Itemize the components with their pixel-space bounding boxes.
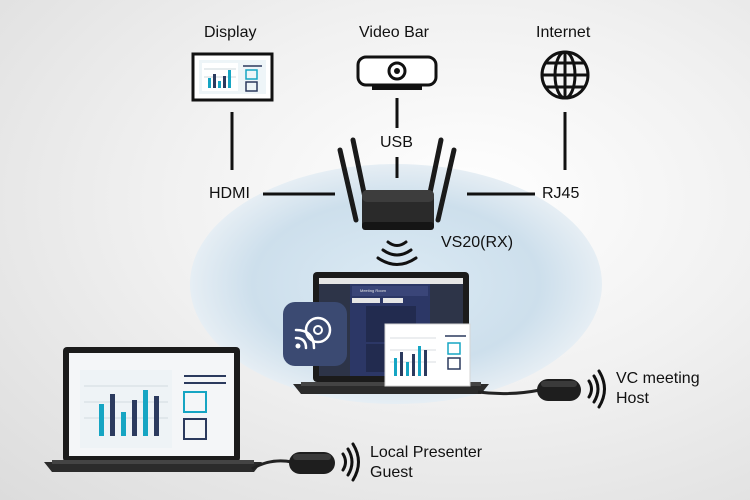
local-presenter-label-line1: Local Presenter	[370, 444, 483, 461]
video-bar-icon	[356, 55, 438, 90]
internet-label: Internet	[536, 24, 591, 41]
receiver-label: VS20(RX)	[441, 234, 514, 251]
display-icon	[191, 52, 274, 102]
local-wireless-icon	[341, 442, 360, 482]
globe-icon	[540, 50, 590, 100]
usb-label: USB	[380, 134, 413, 151]
local-presenter-label-line2: Guest	[370, 464, 413, 481]
host-wireless-icon	[587, 369, 606, 409]
receiver-wireless-icon	[376, 240, 418, 266]
host-chart-window	[384, 323, 471, 387]
local-dongle	[251, 452, 335, 474]
connection-lines	[230, 98, 567, 196]
vc-host-label-line2: Host	[616, 390, 649, 407]
video-bar-label: Video Bar	[359, 24, 429, 41]
app-window-title: Meeting Room	[360, 288, 387, 293]
local-laptop	[44, 347, 262, 472]
vc-host-label-line1: VC meeting	[616, 370, 700, 387]
display-label: Display	[204, 24, 257, 41]
receiver-device	[337, 137, 457, 230]
rj45-label: RJ45	[542, 185, 580, 202]
hdmi-label: HDMI	[209, 185, 250, 202]
host-dongle	[477, 379, 581, 401]
cast-app-icon	[283, 302, 347, 366]
